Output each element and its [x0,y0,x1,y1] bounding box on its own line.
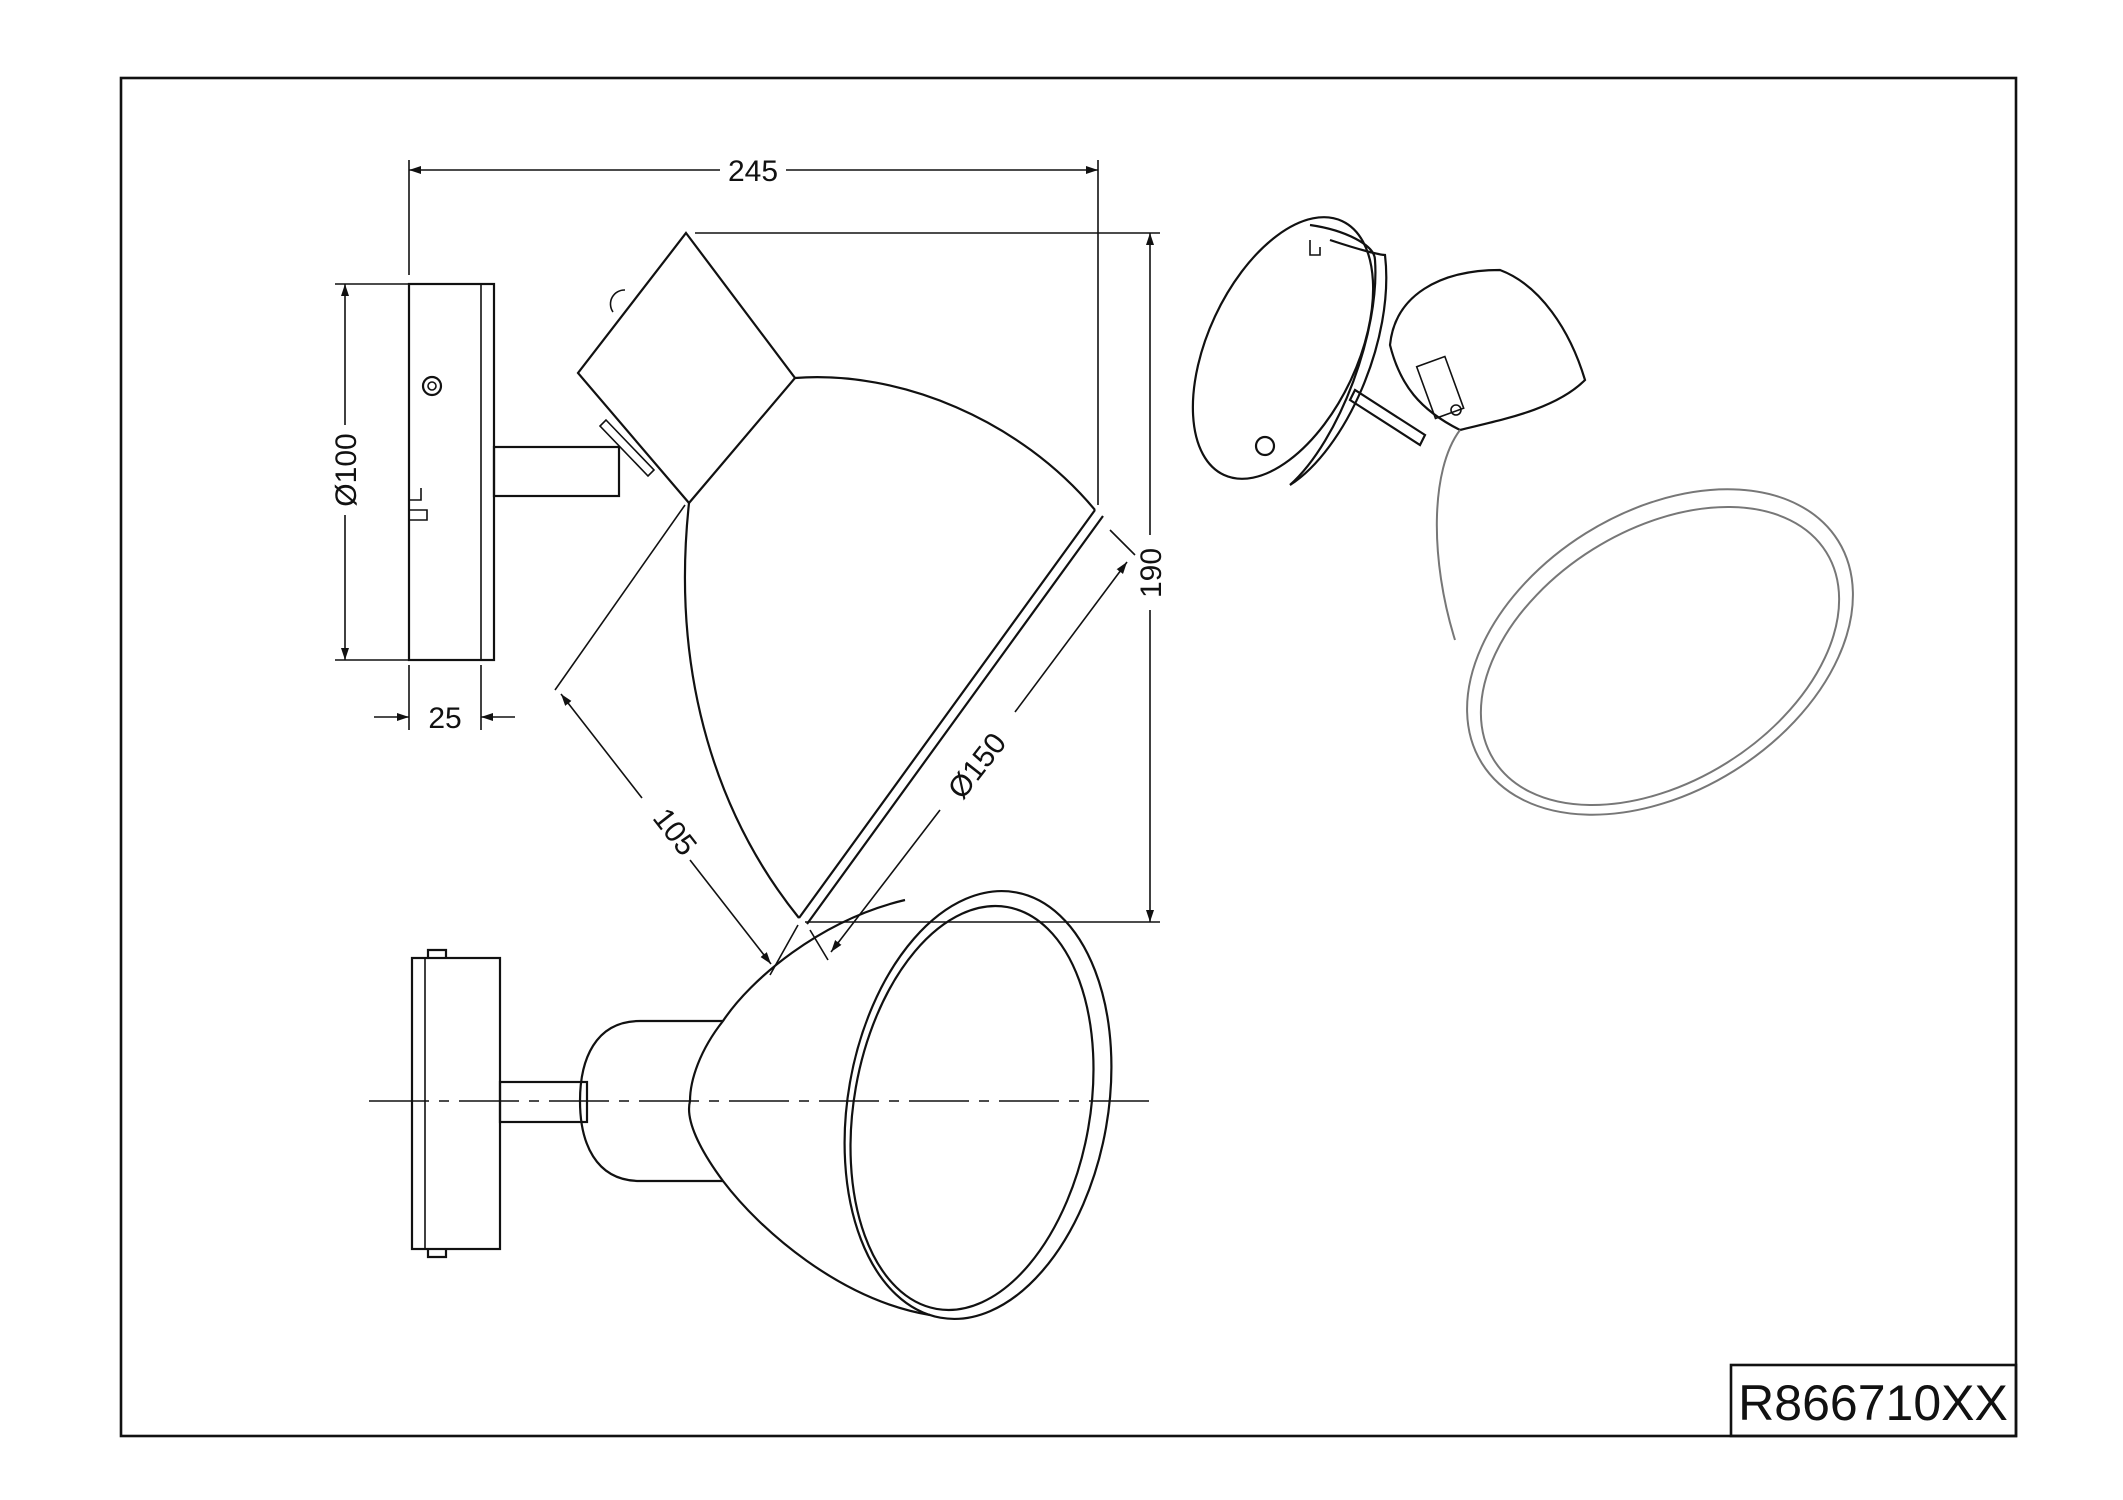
product-code: R866710XX [1738,1375,2008,1431]
dimension-105: 105 [554,504,799,976]
shade-rim [798,509,1096,919]
dimension-190: 190 [695,232,1168,923]
shade-rim-outer [1466,488,1854,816]
shade-body [687,898,931,1317]
screw-icon [421,375,443,397]
title-block: R866710XX [1729,1363,2018,1438]
svg-text:Ø150: Ø150 [942,727,1013,805]
arm [1348,388,1427,447]
svg-text:Ø100: Ø100 [330,433,363,506]
side-view [407,231,1104,925]
svg-text:245: 245 [728,155,778,188]
drawing-frame [119,76,2018,1438]
shade-bottom-edge [683,502,800,919]
lamp-socket [1388,268,1587,432]
svg-text:25: 25 [428,702,461,735]
dimension-25: 25 [374,665,515,735]
shade-rim-inner [849,904,1095,1312]
shade-outline [1435,429,1461,641]
shade-rim-outer [843,889,1113,1321]
shade-top-edge [794,376,1096,511]
arm [498,1080,589,1124]
svg-text:190: 190 [1135,548,1168,598]
wall-plate-face [1191,216,1375,480]
perspective-view [1191,216,1854,816]
shade-rim-inner [1479,505,1841,807]
lamp-socket [576,231,797,505]
svg-text:105: 105 [646,802,703,862]
arm [492,445,621,498]
dimension-diameter-100: Ø100 [330,283,409,661]
dimension-245: 245 [408,155,1099,505]
front-view [369,889,1153,1321]
